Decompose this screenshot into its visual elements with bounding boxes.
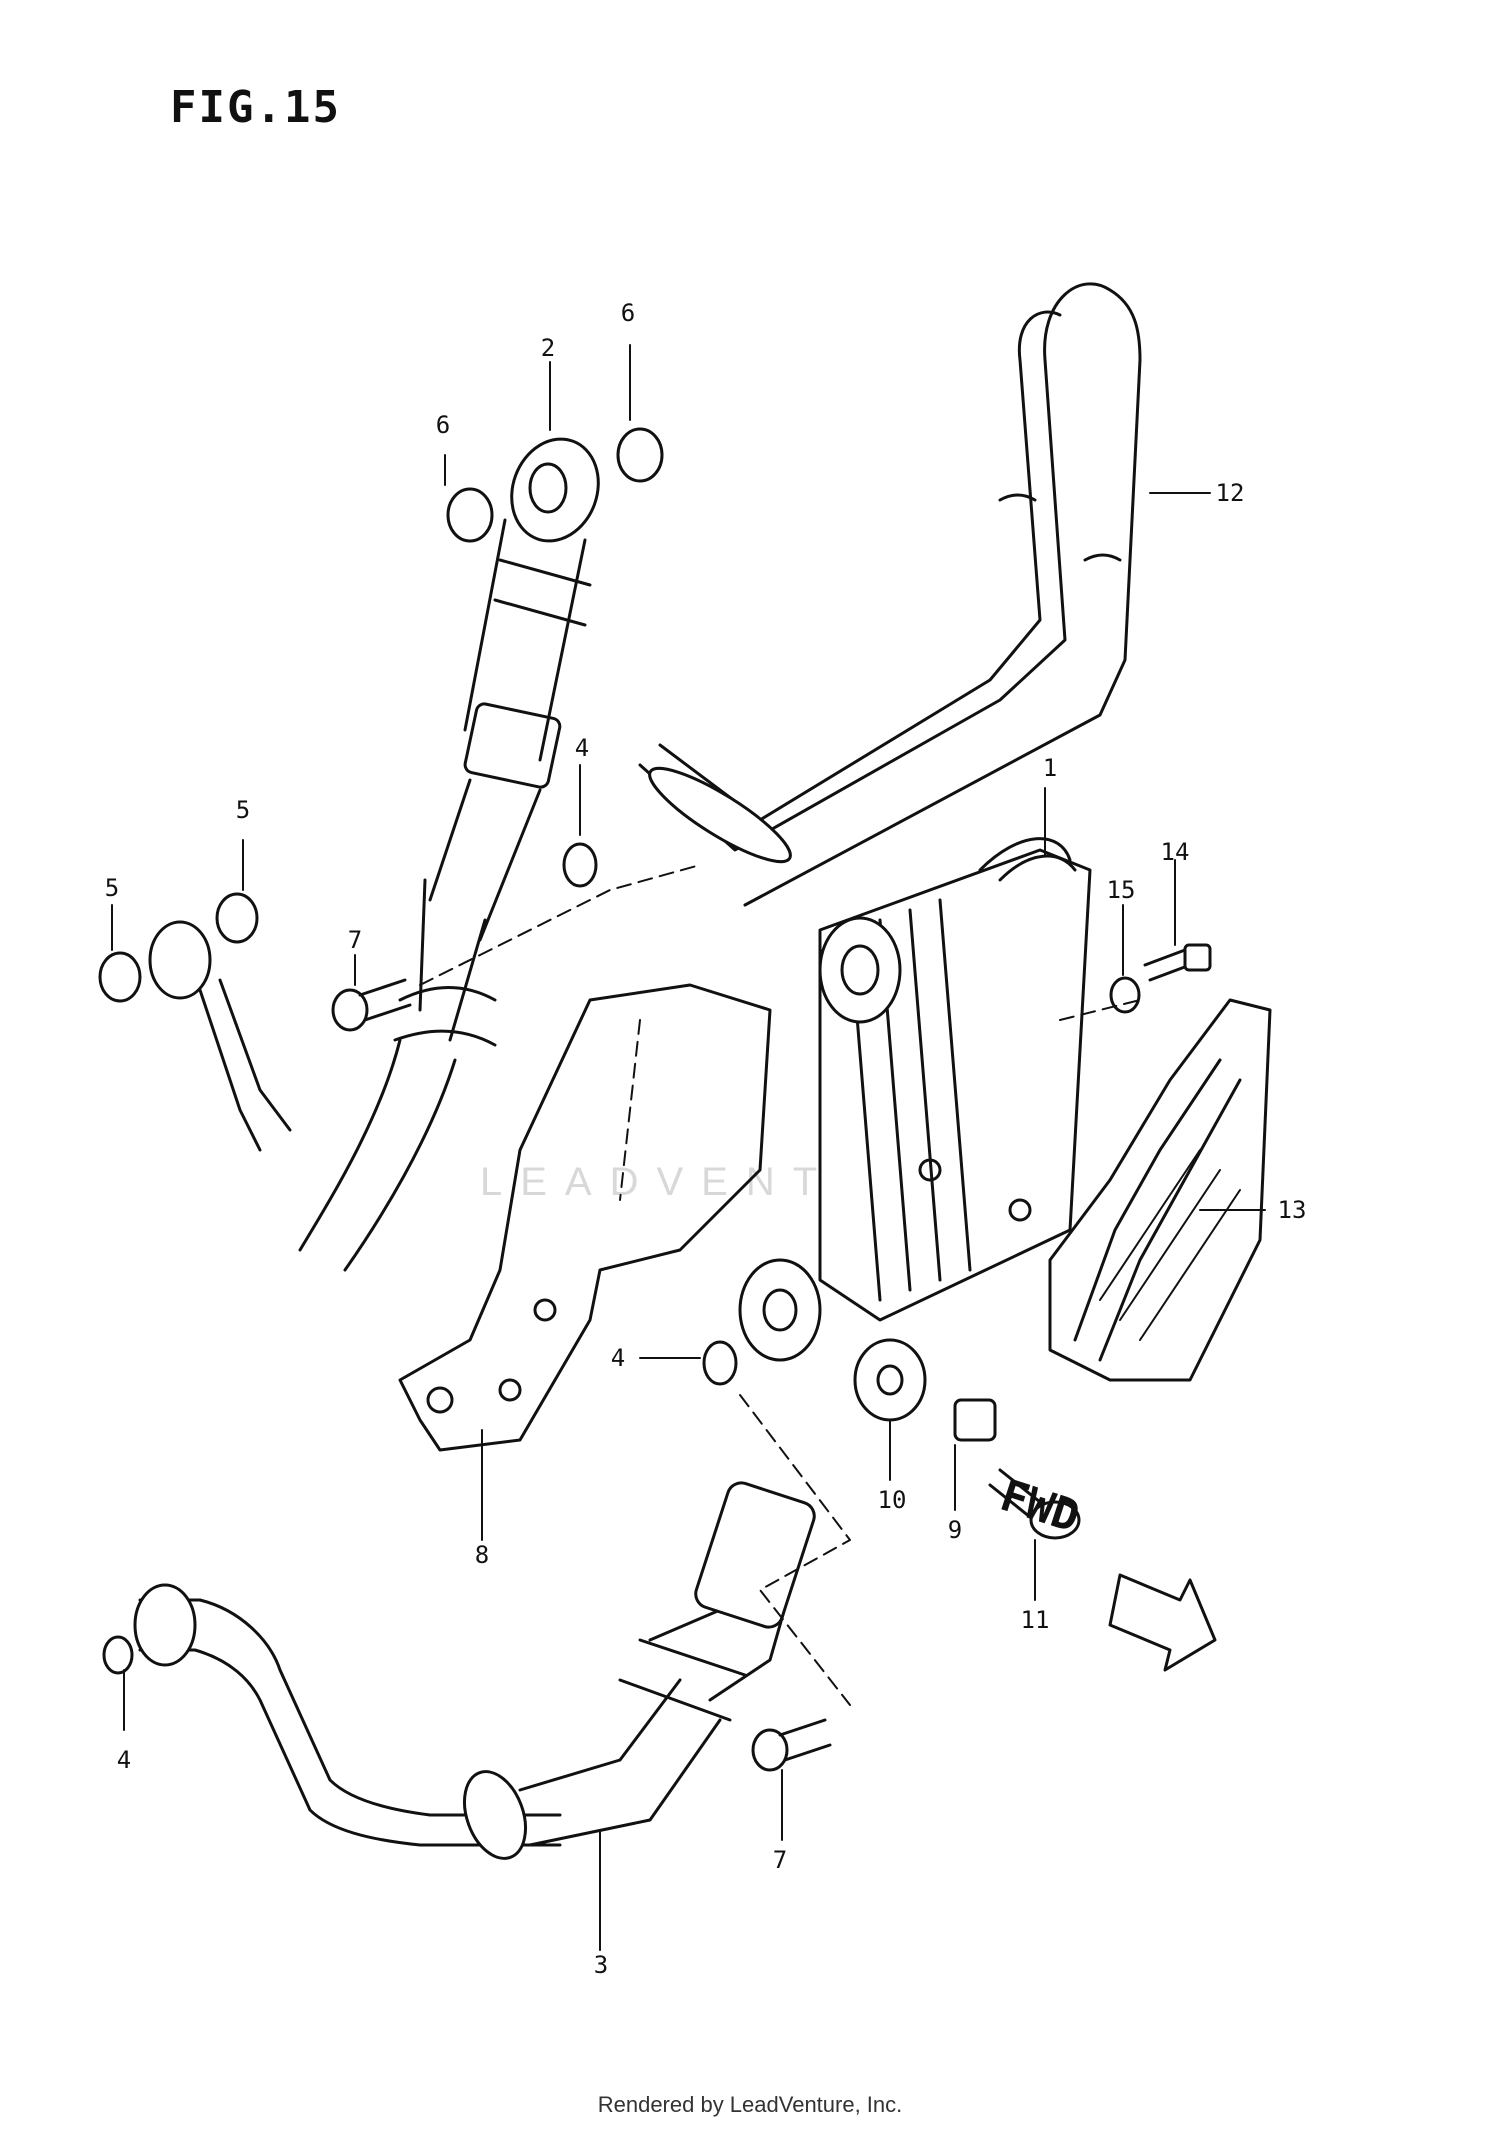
gasket-upper-right-shape: [616, 427, 664, 483]
bolt-cooler-part: [988, 1468, 1081, 1540]
callout-3: 3: [593, 1951, 609, 1979]
cooler-cover-part: [1048, 998, 1272, 1382]
gasket-right-shape: [215, 892, 259, 944]
callout-11: 11: [1020, 1606, 1050, 1634]
callout-9: 9: [947, 1516, 963, 1544]
o-ring-upper-shape: [562, 842, 598, 888]
callout-5-left: 5: [104, 874, 120, 902]
callout-6-left: 6: [435, 411, 451, 439]
gasket-left-shape: [98, 951, 142, 1003]
washer-part: [1109, 976, 1141, 1014]
figure-title: FIG.15: [170, 82, 341, 133]
gasket-upper-left-shape: [446, 487, 494, 543]
callout-7-upper: 7: [347, 926, 363, 954]
callout-10: 10: [877, 1486, 907, 1514]
lower-hose-part: [133, 1481, 816, 1860]
callout-13: 13: [1277, 1196, 1307, 1224]
callout-4-upper: 4: [574, 734, 590, 762]
spacer-part: [953, 1398, 997, 1442]
guard-pipe-part: [638, 282, 1142, 907]
bolt-lower-part: [751, 1718, 832, 1772]
callout-15: 15: [1106, 876, 1136, 904]
o-ring-middle-shape: [702, 1340, 738, 1386]
screw-part: [1143, 943, 1212, 982]
callout-5-right: 5: [235, 796, 251, 824]
cushion-part: [853, 1338, 927, 1422]
fwd-arrow-icon: [1108, 1573, 1217, 1672]
callout-8: 8: [474, 1541, 490, 1569]
o-ring-lower-shape: [102, 1635, 134, 1675]
oil-cooler-part: [738, 837, 1092, 1362]
callout-4-lower: 4: [116, 1746, 132, 1774]
callout-2: 2: [540, 334, 556, 362]
callout-4-middle: 4: [610, 1344, 626, 1372]
leader-lines: [111, 344, 1266, 1951]
callout-12: 12: [1215, 479, 1245, 507]
callout-7-lower: 7: [772, 1846, 788, 1874]
assembly-lines: [419, 864, 1141, 1706]
hose-end-part: [148, 920, 292, 1152]
footer-credit: Rendered by LeadVenture, Inc.: [597, 2092, 903, 2117]
callout-1: 1: [1042, 754, 1058, 782]
callout-6-right: 6: [620, 299, 636, 327]
upper-hose-part: [298, 437, 600, 1272]
bracket-part: [398, 983, 772, 1452]
bolt-upper-part: [331, 978, 412, 1032]
callout-14: 14: [1160, 838, 1190, 866]
